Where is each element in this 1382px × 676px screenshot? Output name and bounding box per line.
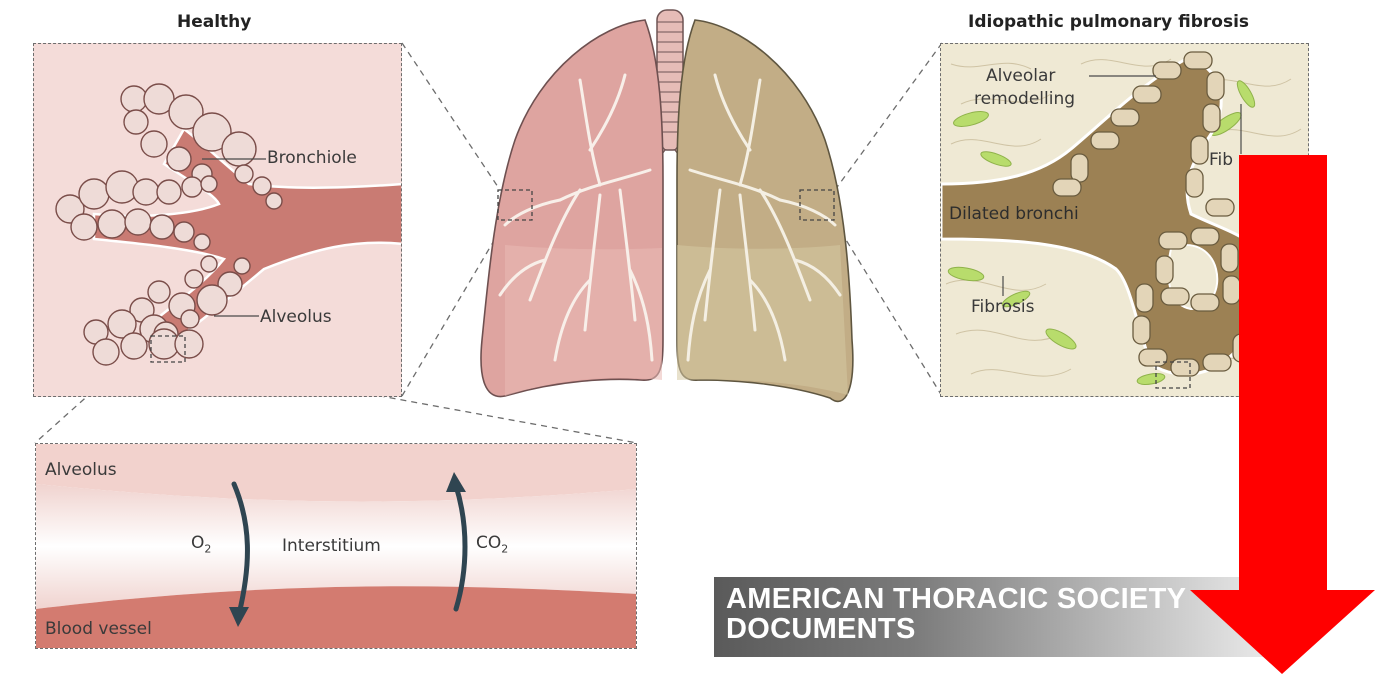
blood-vessel-label: Blood vessel [45, 619, 152, 639]
banner-line-1: AMERICAN THORACIC SOCIETY [726, 585, 1186, 614]
alveolar-remodelling-label-2: remodelling [974, 89, 1075, 109]
fibrosis-panel: Alveolar remodelling Fib Dilated bronchi… [940, 43, 1309, 397]
bronchiole-illustration [34, 44, 402, 397]
fibroblast-label: Fib [1209, 150, 1233, 170]
healthy-bronchiole-panel: Bronchiole Alveolus [33, 43, 402, 397]
o2-label: O2 [191, 533, 211, 555]
interstitium-label: Interstitium [282, 536, 381, 556]
healthy-lung [481, 20, 663, 397]
co2-main: CO [476, 533, 501, 553]
alveolar-remodelling-label-1: Alveolar [986, 66, 1055, 86]
alveolus-layer-label: Alveolus [45, 460, 117, 480]
alveolus-label: Alveolus [260, 307, 332, 327]
banner-line-2: DOCUMENTS [726, 615, 916, 644]
co2-label: CO2 [476, 533, 508, 555]
gas-exchange-panel: Alveolus Interstitium Blood vessel O2 CO… [35, 443, 637, 649]
ats-documents-banner: AMERICAN THORACIC SOCIETY DOCUMENTS [714, 577, 1284, 657]
dilated-bronchi-label: Dilated bronchi [949, 204, 1079, 224]
co2-sub: 2 [501, 542, 508, 555]
bronchiole-label: Bronchiole [267, 148, 357, 168]
fibrotic-lung [677, 20, 853, 401]
o2-sub: 2 [204, 542, 211, 555]
o2-main: O [191, 533, 204, 553]
fibrosis-label: Fibrosis [971, 297, 1035, 317]
